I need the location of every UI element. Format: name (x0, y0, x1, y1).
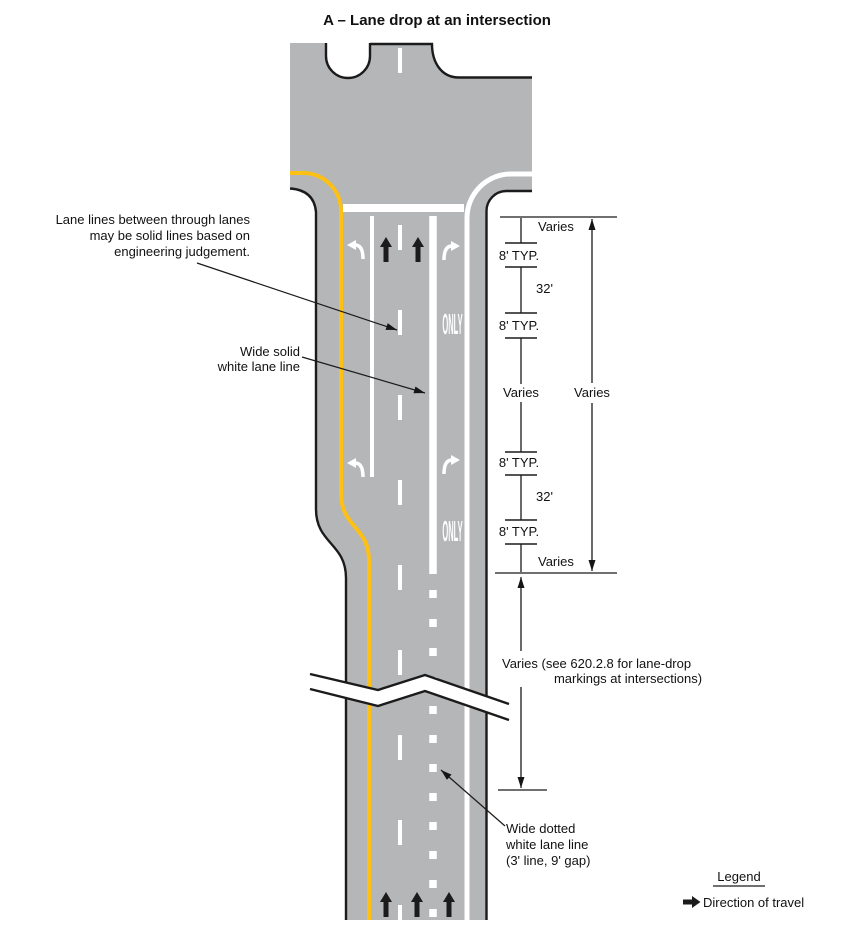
dimension-lines (495, 217, 617, 790)
dim-label-varies-top: Varies (538, 219, 574, 234)
figure-title: A – Lane drop at an intersection (323, 12, 551, 29)
left-turn-arrow-marking (347, 458, 365, 478)
dim-label-32-1: 32' (536, 281, 553, 296)
dim-label-lane-drop-note-line1: Varies (see 620.2.8 for lane-drop (502, 656, 691, 671)
dim-label-varies-mid-right: Varies (574, 385, 610, 400)
dim-label-varies-mid-left: Varies (503, 385, 539, 400)
stop-bar-marking (343, 204, 464, 212)
legend-direction-arrow-icon (683, 896, 701, 908)
legend: Legend Direction of travel (683, 869, 804, 910)
break-symbol (309, 672, 510, 722)
direction-of-travel-arrow (412, 237, 424, 262)
callout-wide-dotted-line2: white lane line (505, 837, 588, 852)
dim-label-32-2: 32' (536, 489, 553, 504)
edge-line-white-right (464, 171, 532, 920)
curb-outline-right (485, 189, 532, 920)
callout-wide-solid-leader (301, 356, 426, 394)
only-marking: ONLY (442, 309, 462, 340)
curb-outline-top (324, 42, 532, 80)
dim-label-8typ-3: 8' TYP. (499, 455, 539, 470)
callout-lane-lines-line3: engineering judgement. (114, 244, 250, 259)
right-turn-arrow-marking (442, 241, 460, 261)
direction-of-travel-arrow (443, 892, 455, 917)
dim-label-8typ-4: 8' TYP. (499, 524, 539, 539)
curb-outline-left (289, 187, 348, 920)
callout-wide-dotted-line1: Wide dotted (506, 821, 575, 836)
left-turn-arrow-marking (347, 240, 365, 260)
dim-label-8typ-1: 8' TYP. (499, 248, 539, 263)
direction-of-travel-arrow (380, 237, 392, 262)
legend-direction-label: Direction of travel (703, 895, 804, 910)
callout-wide-dotted-leader (440, 769, 506, 827)
dim-label-lane-drop-note-line2: markings at intersections) (554, 671, 702, 686)
callout-lane-lines-leader (196, 262, 398, 331)
legend-title: Legend (717, 869, 760, 884)
direction-of-travel-arrow (411, 892, 423, 917)
callout-lane-lines-line1: Lane lines between through lanes (56, 212, 251, 227)
direction-of-travel-arrow (380, 892, 392, 917)
callout-wide-solid-line2: white lane line (217, 359, 300, 374)
right-turn-arrow-marking (442, 455, 460, 475)
callout-wide-solid-line1: Wide solid (240, 344, 300, 359)
callout-lane-lines-line2: may be solid lines based on (90, 228, 250, 243)
dim-label-varies-low: Varies (538, 554, 574, 569)
edge-line-yellow-left (290, 171, 371, 920)
dim-label-8typ-2: 8' TYP. (499, 318, 539, 333)
callout-wide-dotted-line3: (3' line, 9' gap) (506, 853, 590, 868)
only-marking: ONLY (442, 516, 462, 547)
